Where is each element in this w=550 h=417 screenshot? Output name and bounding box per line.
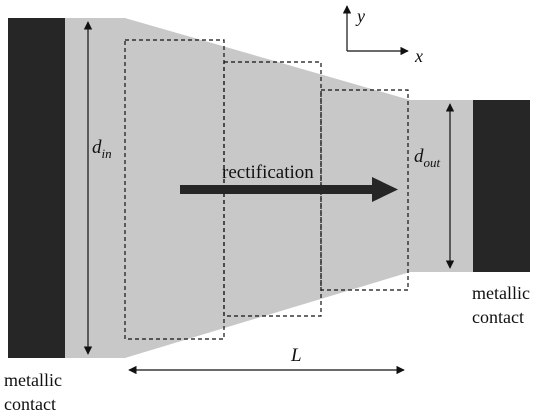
left-contact-label-line1: metallic bbox=[4, 370, 62, 390]
right-contact-label-line1: metallic bbox=[472, 283, 530, 303]
left-contact-label-line2: contact bbox=[4, 394, 56, 414]
left-metallic-contact bbox=[8, 18, 65, 358]
d-in-label: din bbox=[92, 137, 112, 161]
rectification-arrow-head bbox=[372, 177, 398, 202]
right-metallic-contact bbox=[473, 100, 530, 272]
length-label: L bbox=[290, 345, 302, 366]
rectification-arrow-shaft bbox=[180, 185, 375, 194]
y-axis-label: y bbox=[355, 6, 365, 26]
x-axis-label: x bbox=[414, 46, 423, 66]
right-contact-label-line2: contact bbox=[472, 307, 524, 327]
segment-3-outline bbox=[320, 89, 409, 291]
rectification-label: rectification bbox=[222, 162, 314, 183]
d-out-label: dout bbox=[414, 146, 441, 170]
